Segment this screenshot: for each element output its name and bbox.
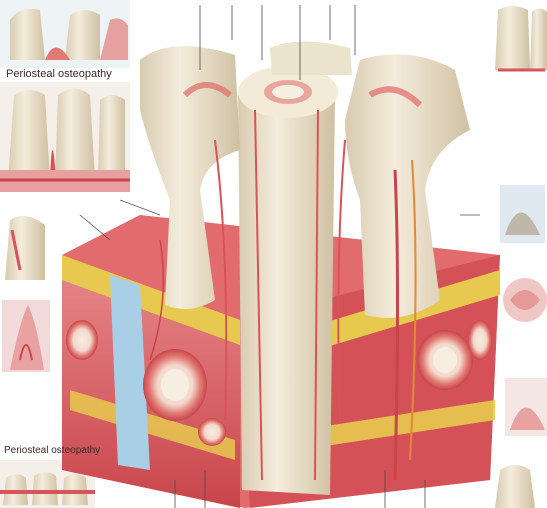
title-top: Periosteal osteopathy (6, 68, 112, 80)
pointer-lines (79, 5, 480, 508)
thumbnail-top-left (0, 0, 130, 68)
main-block (62, 41, 500, 508)
thumbnail-stack-left (0, 82, 130, 192)
thumbnail-left-mid (2, 216, 50, 372)
thumbnail-right-column (495, 6, 547, 508)
title-bottom: Periosteal osteopathy (4, 445, 101, 456)
thumbnail-bottom-left (0, 460, 95, 508)
